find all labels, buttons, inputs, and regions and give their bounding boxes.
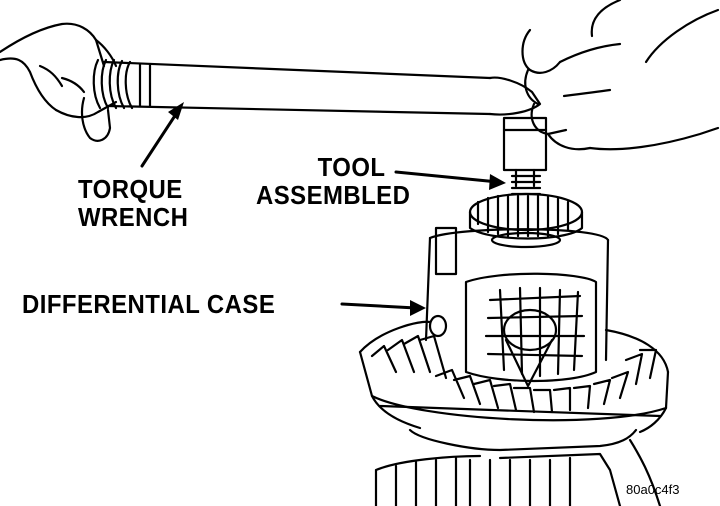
tool-assembled-label-line1: TOOL bbox=[317, 152, 386, 182]
torque-wrench-label: TORQUE WRENCH bbox=[78, 175, 188, 231]
tool-assembled-arrow bbox=[394, 170, 500, 184]
differential-case-label: DIFFERENTIAL CASE bbox=[22, 289, 276, 319]
torque-wrench-label-line2: WRENCH bbox=[78, 202, 189, 232]
tool-assembled-label: TOOL ASSEMBLED bbox=[256, 153, 410, 209]
callout-arrows bbox=[140, 102, 506, 316]
figure-id: 80a0c4f3 bbox=[626, 482, 680, 497]
bearing-illustration bbox=[468, 192, 584, 249]
torque-wrench-illustration bbox=[92, 58, 548, 196]
ring-gear-illustration bbox=[358, 320, 670, 434]
left-hand-illustration bbox=[0, 22, 118, 142]
torque-wrench-label-line1: TORQUE bbox=[78, 174, 183, 204]
torque-wrench-arrowhead bbox=[168, 102, 184, 120]
tool-assembled-arrowhead bbox=[489, 174, 506, 190]
differential-case-arrowhead bbox=[410, 300, 426, 316]
torque-wrench-arrow bbox=[140, 106, 182, 168]
vise-base-illustration bbox=[374, 428, 662, 506]
tool-assembled-label-line2: ASSEMBLED bbox=[256, 180, 411, 210]
differential-case-arrow bbox=[340, 302, 418, 310]
differential-case-illustration bbox=[424, 226, 610, 388]
right-hand-illustration bbox=[521, 0, 720, 151]
